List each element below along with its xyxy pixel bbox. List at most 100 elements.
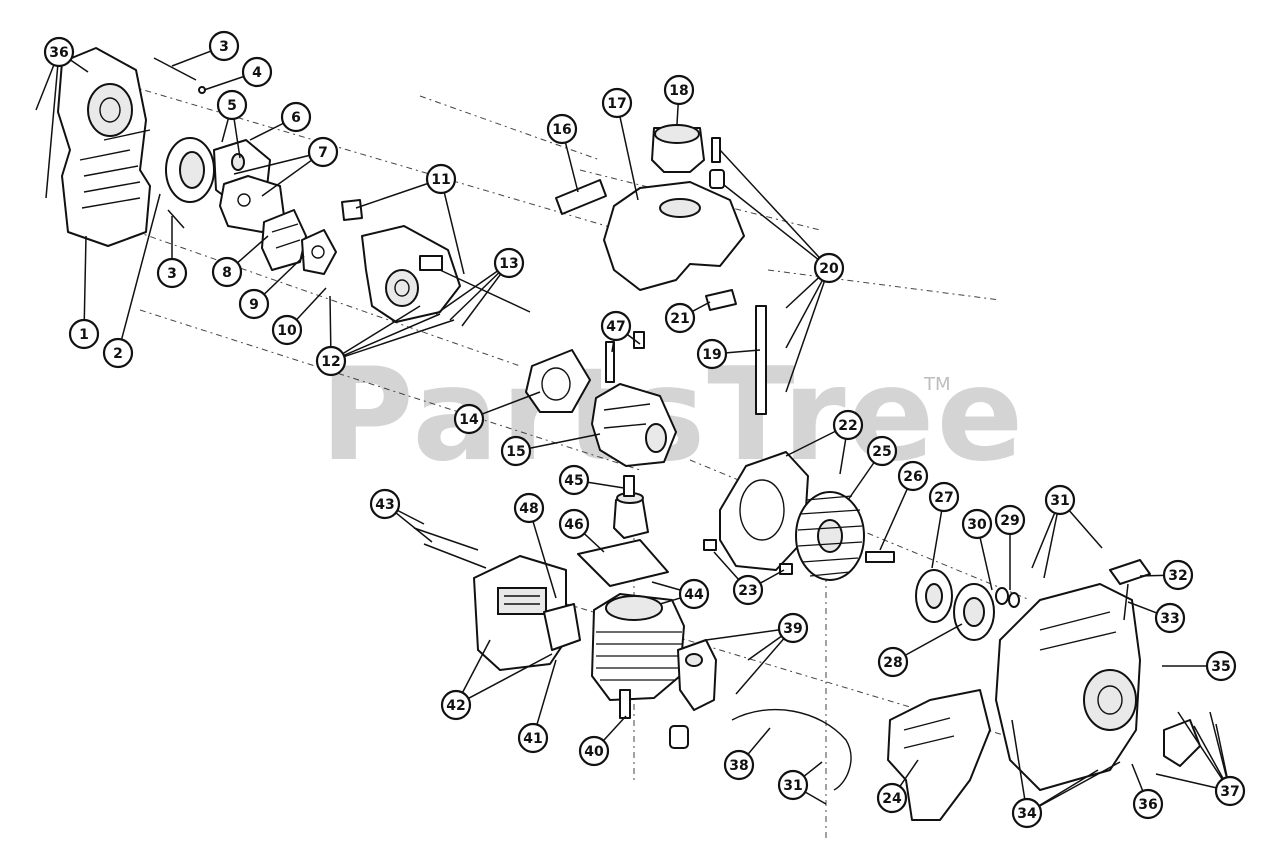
callout-45[interactable]: 45 <box>558 464 590 496</box>
leader-line-31-1 <box>1043 513 1058 579</box>
leader-line-3-0 <box>171 50 212 67</box>
callout-19[interactable]: 19 <box>696 338 728 370</box>
callout-6[interactable]: 6 <box>280 101 312 133</box>
callout-33[interactable]: 33 <box>1154 602 1186 634</box>
callout-number: 34 <box>1017 806 1037 822</box>
callout-28[interactable]: 28 <box>877 646 909 678</box>
callout-5[interactable]: 5 <box>216 89 248 121</box>
callout-circle <box>1011 797 1043 829</box>
callout-31[interactable]: 31 <box>1044 484 1076 516</box>
callout-42[interactable]: 42 <box>440 689 472 721</box>
callout-20[interactable]: 20 <box>813 252 845 284</box>
callout-number: 12 <box>321 354 340 370</box>
callout-34[interactable]: 34 <box>1011 797 1043 829</box>
callout-2[interactable]: 2 <box>102 337 134 369</box>
callout-36[interactable]: 36 <box>1132 788 1164 820</box>
callout-14[interactable]: 14 <box>453 403 485 435</box>
leader-line-13-2 <box>461 273 502 327</box>
callout-43[interactable]: 43 <box>369 488 401 520</box>
leader-line-28-0 <box>904 623 963 656</box>
callout-7[interactable]: 7 <box>307 136 339 168</box>
callout-25[interactable]: 25 <box>866 435 898 467</box>
callout-26[interactable]: 26 <box>897 460 929 492</box>
callout-number: 38 <box>729 758 748 774</box>
callout-27[interactable]: 27 <box>928 481 960 513</box>
part-muffler <box>413 527 581 671</box>
callout-number: 21 <box>670 311 689 327</box>
callout-circle <box>241 56 273 88</box>
callout-41[interactable]: 41 <box>517 722 549 754</box>
callout-9[interactable]: 9 <box>238 288 270 320</box>
leader-line-38-0 <box>747 727 771 755</box>
callout-10[interactable]: 10 <box>271 314 303 346</box>
callout-number: 22 <box>838 418 857 434</box>
callout-number: 45 <box>564 473 583 489</box>
callout-13[interactable]: 13 <box>493 247 525 279</box>
callout-46[interactable]: 46 <box>558 508 590 540</box>
leader-line-10-0 <box>295 287 327 321</box>
callout-22[interactable]: 22 <box>832 409 864 441</box>
callout-32[interactable]: 32 <box>1162 559 1194 591</box>
leader-line-45-0 <box>587 481 625 489</box>
callout-circle <box>216 89 248 121</box>
leader-line-20-2 <box>785 276 820 309</box>
callout-29[interactable]: 29 <box>994 504 1026 536</box>
part-clutch-drum <box>153 57 215 229</box>
callout-number: 47 <box>606 319 625 335</box>
callout-circle <box>777 769 809 801</box>
callout-1[interactable]: 1 <box>68 318 100 350</box>
callout-8[interactable]: 8 <box>211 256 243 288</box>
callout-44[interactable]: 44 <box>678 578 710 610</box>
watermark-trademark: TM <box>924 374 951 395</box>
leader-line-2-0 <box>120 193 161 340</box>
callout-circle <box>315 345 347 377</box>
leader-line-20-3 <box>785 279 824 349</box>
callout-18[interactable]: 18 <box>663 74 695 106</box>
leader-line-15-0 <box>529 433 601 449</box>
leader-line-36-1 <box>45 65 59 199</box>
callout-circle <box>500 435 532 467</box>
callout-number: 13 <box>499 256 518 272</box>
callout-35[interactable]: 35 <box>1205 650 1237 682</box>
callout-number: 6 <box>291 110 301 126</box>
callout-circle <box>271 314 303 346</box>
callout-number: 25 <box>872 444 891 460</box>
callout-number: 31 <box>1050 493 1069 509</box>
callout-15[interactable]: 15 <box>500 435 532 467</box>
callout-number: 43 <box>375 497 394 513</box>
leader-line-39-2 <box>735 638 785 695</box>
callout-37[interactable]: 37 <box>1214 775 1246 807</box>
callout-23[interactable]: 23 <box>732 574 764 606</box>
callout-4[interactable]: 4 <box>241 56 273 88</box>
callout-circle <box>876 782 908 814</box>
callout-24[interactable]: 24 <box>876 782 908 814</box>
callout-leaders <box>35 50 1228 807</box>
leader-line-22-0 <box>785 430 836 457</box>
callout-39[interactable]: 39 <box>777 612 809 644</box>
callout-36[interactable]: 36 <box>43 36 75 68</box>
callout-circle <box>664 302 696 334</box>
callout-30[interactable]: 30 <box>961 508 993 540</box>
callout-48[interactable]: 48 <box>513 492 545 524</box>
callout-12[interactable]: 12 <box>315 345 347 377</box>
callout-21[interactable]: 21 <box>664 302 696 334</box>
part-carb-gasket <box>301 229 337 275</box>
callout-40[interactable]: 40 <box>578 735 610 767</box>
callout-circle <box>558 464 590 496</box>
callout-11[interactable]: 11 <box>425 163 457 195</box>
leader-line-31-2 <box>1068 510 1103 549</box>
leader-line-39-0 <box>705 629 780 641</box>
callout-circle <box>102 337 134 369</box>
callout-number: 5 <box>227 98 237 114</box>
callout-circle <box>307 136 339 168</box>
callout-3[interactable]: 3 <box>156 257 188 289</box>
callout-38[interactable]: 38 <box>723 749 755 781</box>
part-intake-block <box>341 199 531 323</box>
callout-31[interactable]: 31 <box>777 769 809 801</box>
callout-16[interactable]: 16 <box>546 113 578 145</box>
callout-17[interactable]: 17 <box>601 87 633 119</box>
callout-47[interactable]: 47 <box>600 310 632 342</box>
leader-line-12-3 <box>344 319 455 358</box>
callout-3[interactable]: 3 <box>208 30 240 62</box>
callout-number: 9 <box>249 297 259 313</box>
